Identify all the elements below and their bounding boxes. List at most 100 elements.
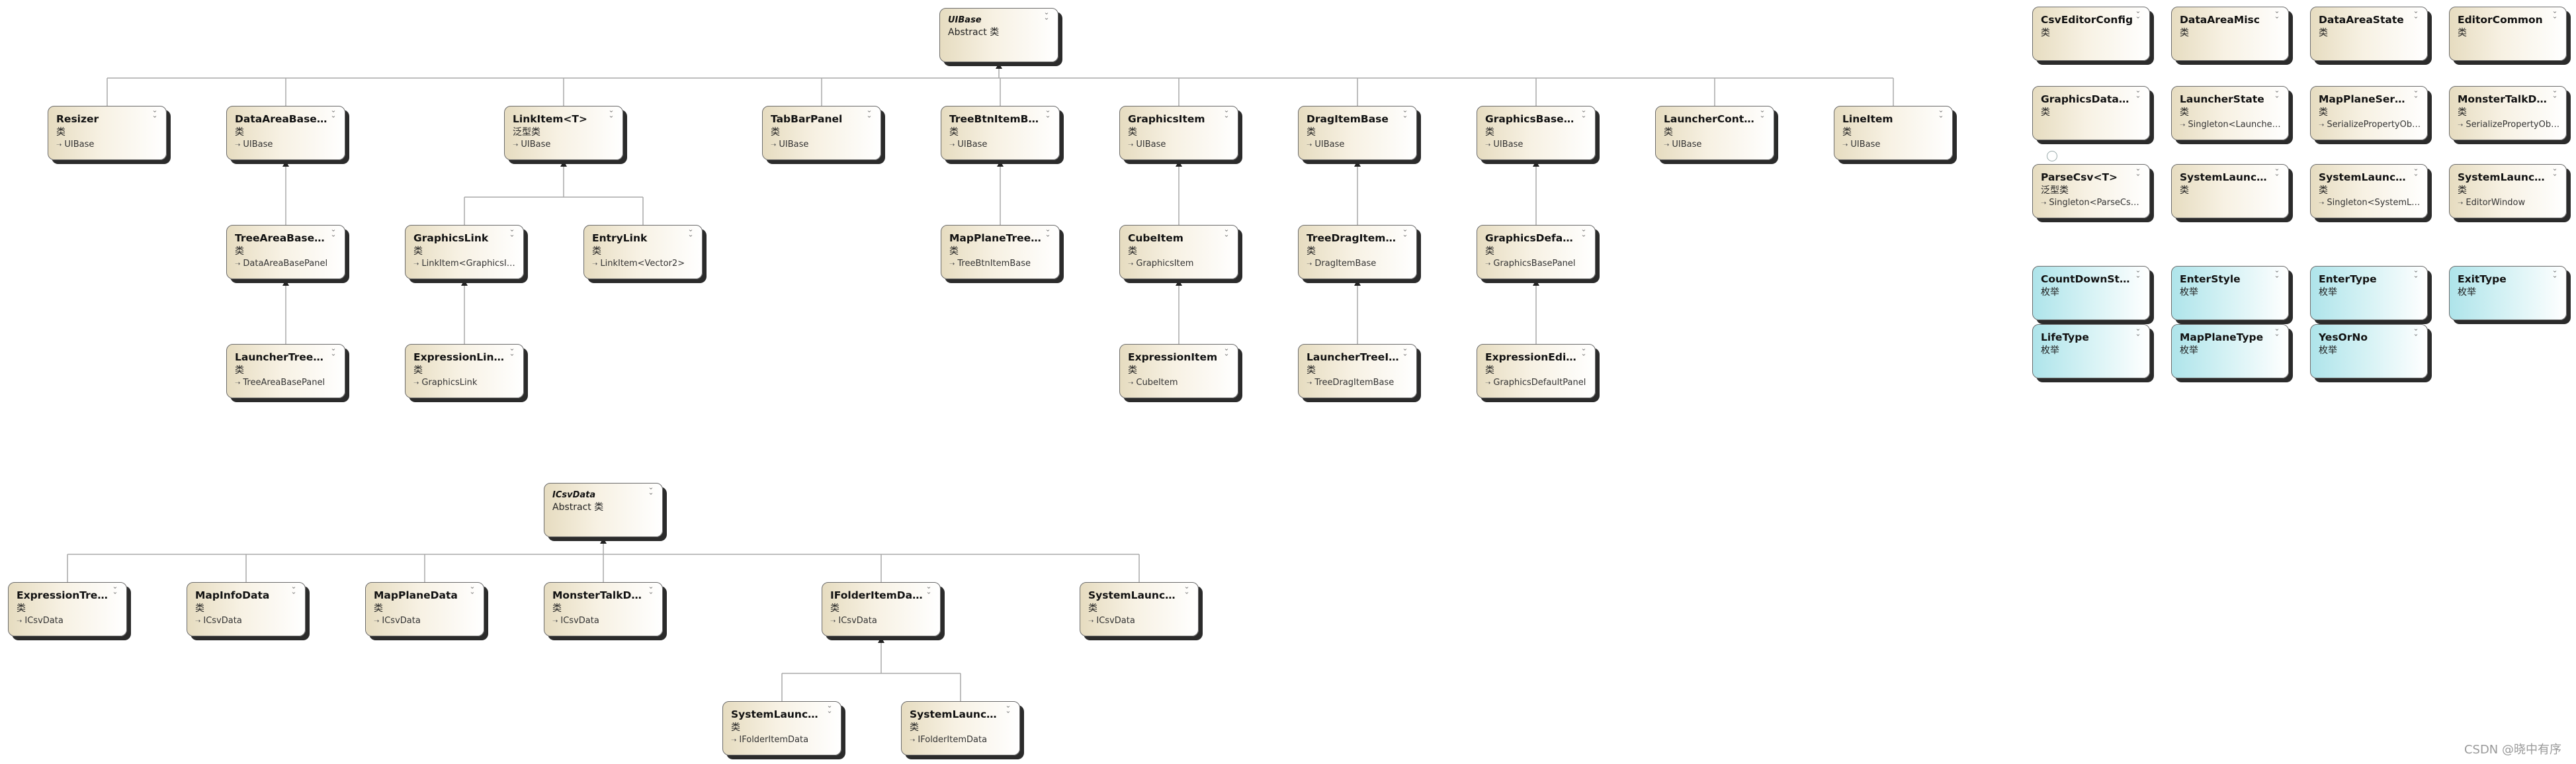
class-graphicsdefaultpanel-box[interactable]: GraphicsDefaultPanel类➝GraphicsBasePanelˇ…	[1477, 225, 1596, 279]
class-systemlauncherstate-box[interactable]: SystemLauncherState类➝Singleton<SystemLau…	[2310, 164, 2428, 218]
class-parsecsv-box[interactable]: ParseCsv<T>泛型类➝Singleton<ParseCsv<T>>ˇˇ	[2032, 164, 2150, 218]
class-expressioneditpanel-box[interactable]: ExpressionEditPanel类➝GraphicsDefaultPane…	[1477, 344, 1596, 398]
class-systemlauncherfolderdata-box[interactable]: SystemLauncherFolderData类➝IFolderItemDat…	[901, 701, 1020, 755]
class-graphicsdatasettings-box[interactable]: GraphicsDataSettings类ˇˇ	[2032, 86, 2150, 140]
class-systemlauncherconfig-box[interactable]: SystemLauncherConfig类ˇˇ	[2171, 164, 2289, 218]
class-monstertalkdataserobj-box[interactable]: MonsterTalkDataSerObj类➝SerializeProperty…	[2449, 86, 2567, 140]
pin-icon[interactable]	[2047, 151, 2057, 161]
class-launcherstate-box[interactable]: LauncherState类➝Singleton<LauncherState>ˇ…	[2171, 86, 2289, 140]
class-systemlauncheritemdata-box[interactable]: SystemLauncherItemData类➝IFolderItemDataˇ…	[722, 701, 841, 755]
